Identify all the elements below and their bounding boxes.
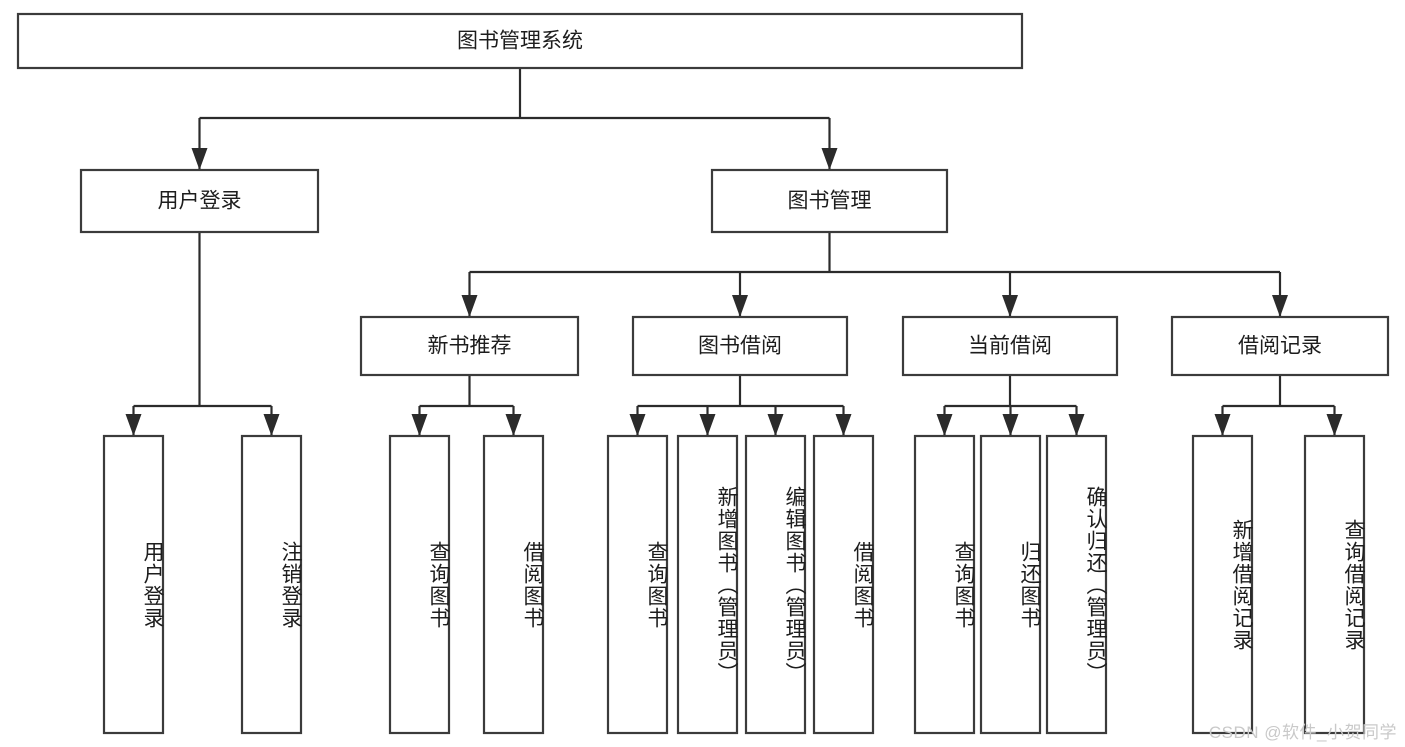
arrow-head-icon <box>1272 295 1288 317</box>
node-label-book-borrow: 图书借阅 <box>698 335 782 358</box>
node-box-current-borrow[interactable] <box>901 315 1119 377</box>
connectors-layer <box>125 68 1343 436</box>
node-box-book-borrow[interactable] <box>631 315 849 377</box>
node-box-leaf-query-book-2[interactable] <box>606 434 669 735</box>
node-box-leaf-query-record[interactable] <box>1303 434 1366 735</box>
node-box-leaf-confirm-return[interactable] <box>1045 434 1108 735</box>
arrow-head-icon <box>835 414 852 436</box>
boxes-layer <box>16 12 1390 735</box>
node-box-leaf-borrow-book-1[interactable] <box>482 434 545 735</box>
arrow-head-icon <box>191 148 208 170</box>
node-box-leaf-borrow-book-2[interactable] <box>812 434 875 735</box>
node-label-current-borrow: 当前借阅 <box>968 335 1052 358</box>
node-box-leaf-query-book-1[interactable] <box>388 434 451 735</box>
node-label-book-manage: 图书管理 <box>788 190 872 213</box>
node-box-leaf-logout[interactable] <box>240 434 303 735</box>
node-box-leaf-query-book-3[interactable] <box>913 434 976 735</box>
node-box-user-login[interactable] <box>79 168 320 234</box>
node-box-new-book-rec[interactable] <box>359 315 580 377</box>
node-box-leaf-add-book[interactable] <box>676 434 739 735</box>
arrow-head-icon <box>125 414 142 436</box>
arrow-head-icon <box>767 414 784 436</box>
arrow-head-icon <box>505 414 522 436</box>
arrow-head-icon <box>1068 414 1085 436</box>
arrow-head-icon <box>732 295 748 317</box>
node-label-borrow-record: 借阅记录 <box>1238 335 1322 358</box>
arrow-head-icon <box>936 414 953 436</box>
node-box-book-manage[interactable] <box>710 168 949 234</box>
arrow-head-icon <box>629 414 646 436</box>
node-box-leaf-add-record[interactable] <box>1191 434 1254 735</box>
node-box-root[interactable] <box>16 12 1024 70</box>
arrow-head-icon <box>821 148 838 170</box>
node-label-root: 图书管理系统 <box>457 30 583 53</box>
arrow-head-icon <box>699 414 716 436</box>
arrow-head-icon <box>461 295 478 317</box>
node-label-new-book-rec: 新书推荐 <box>428 335 512 358</box>
arrow-head-icon <box>1002 295 1018 317</box>
arrow-head-icon <box>1002 414 1019 436</box>
arrow-head-icon <box>1214 414 1231 436</box>
arrow-head-icon <box>263 414 280 436</box>
node-box-leaf-edit-book[interactable] <box>744 434 807 735</box>
csdn-watermark: CSDN @软件_小贺同学 <box>1208 723 1397 742</box>
node-box-borrow-record[interactable] <box>1170 315 1390 377</box>
arrow-head-icon <box>411 414 428 436</box>
node-box-leaf-user-login[interactable] <box>102 434 165 735</box>
arrow-head-icon <box>1326 414 1343 436</box>
node-box-leaf-return-book[interactable] <box>979 434 1042 735</box>
node-label-user-login: 用户登录 <box>158 190 242 213</box>
